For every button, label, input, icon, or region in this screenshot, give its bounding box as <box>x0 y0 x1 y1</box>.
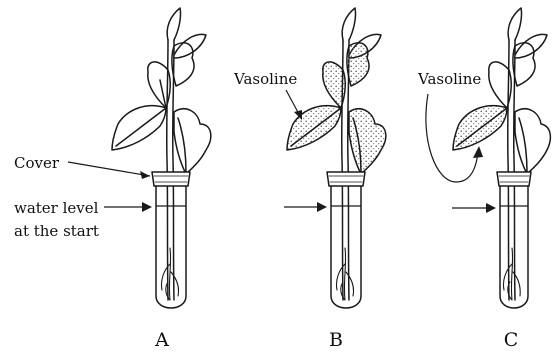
cover <box>497 172 531 186</box>
leaf-lower-right <box>515 109 550 174</box>
setup-c <box>453 8 550 308</box>
test-tube <box>331 186 361 308</box>
water-level-label-line2: at the start <box>14 222 99 240</box>
cover <box>152 172 190 186</box>
test-tube <box>156 186 186 308</box>
roots <box>336 248 353 300</box>
cover-label: Cover <box>14 154 60 172</box>
top-bud <box>167 8 180 40</box>
leaf-upper-right-coated <box>347 43 369 86</box>
cover <box>327 172 365 186</box>
leaf-lower-right <box>174 109 211 174</box>
leaf-upper-left-coated <box>323 62 345 108</box>
roots <box>161 248 178 300</box>
roots <box>503 248 520 300</box>
leaf-lower-right-coated <box>349 109 386 174</box>
caption-b: B <box>329 329 343 351</box>
stem <box>167 40 168 300</box>
caption-c: C <box>504 329 519 351</box>
setup-a <box>112 8 211 308</box>
setup-b <box>287 8 386 308</box>
top-bud <box>342 8 355 40</box>
water-level-label-line1: water level <box>14 199 99 217</box>
labels-a: Cover water level at the start <box>14 154 152 240</box>
vasoline-label-b: Vasoline <box>233 70 297 88</box>
leaf-upper-right <box>513 43 535 86</box>
leaf-upper-right <box>172 43 194 86</box>
caption-a: A <box>154 329 169 351</box>
vasoline-label-c: Vasoline <box>417 70 481 88</box>
stem <box>508 40 509 300</box>
top-bud <box>508 8 521 40</box>
